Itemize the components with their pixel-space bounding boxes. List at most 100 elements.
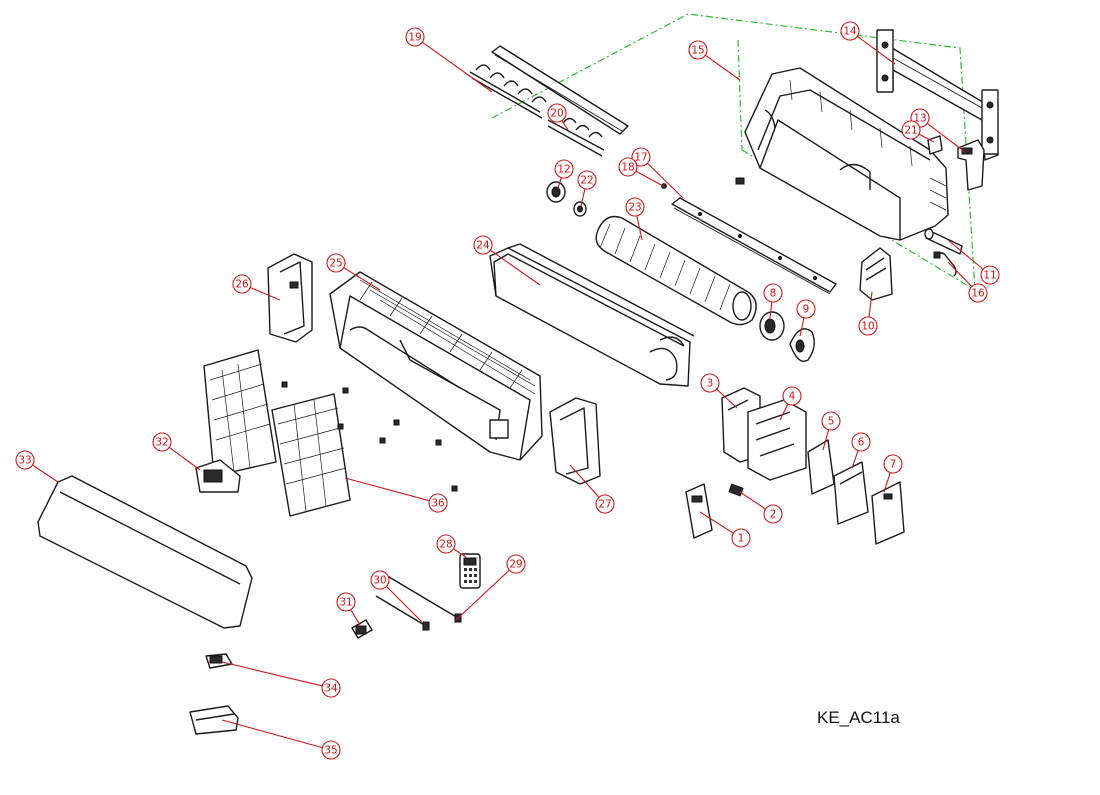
part-14-mounting-plate (876, 29, 999, 161)
callout-circle-28 (436, 534, 456, 554)
callout-circle-2 (763, 504, 783, 524)
callout-leader-8 (769, 301, 773, 319)
part-22-bearing (573, 201, 587, 217)
callout-leader-20 (561, 120, 569, 131)
callout-label-16: 16 (971, 288, 985, 300)
callout-label-31: 31 (339, 597, 352, 609)
callout-leader-27 (569, 464, 600, 498)
callout-label-30: 30 (373, 575, 386, 587)
callout-circle-7 (883, 454, 903, 474)
callout-leader-33 (32, 464, 59, 483)
callout-label-6: 6 (858, 437, 865, 449)
callout-10: 10 (858, 291, 878, 336)
callout-label-14: 14 (843, 26, 857, 38)
part-10-pipe-holder (859, 247, 893, 301)
callout-label-23: 23 (628, 202, 641, 214)
callout-leader-15 (705, 54, 741, 81)
callout-23: 23 (625, 197, 645, 241)
part-11-drain-hose (924, 228, 963, 255)
callout-27: 27 (569, 464, 615, 514)
callout-circle-24 (473, 235, 493, 255)
callout-leader-6 (851, 450, 859, 469)
callout-label-10: 10 (861, 321, 874, 333)
callout-14: 14 (840, 21, 896, 65)
callout-34: 34 (221, 661, 341, 698)
callout-circle-4 (782, 386, 802, 406)
callout-leader-5 (822, 429, 830, 451)
callout-leader-25 (343, 267, 381, 291)
callout-leader-7 (883, 472, 891, 493)
callout-16: 16 (947, 261, 988, 303)
callout-circle-5 (821, 411, 841, 431)
part-1-display-board (685, 483, 713, 539)
callout-circle-12 (554, 159, 574, 179)
callout-leader-23 (636, 215, 643, 241)
part-29-cable (383, 573, 462, 623)
callout-leader-4 (779, 403, 789, 421)
callout-circle-31 (336, 592, 356, 612)
callout-label-5: 5 (828, 416, 835, 428)
callout-circle-8 (763, 283, 783, 303)
callout-36: 36 (344, 477, 448, 513)
callout-label-33: 33 (18, 455, 31, 467)
callout-leader-31 (350, 609, 361, 626)
callout-circle-21 (901, 120, 921, 140)
callout-leader-26 (250, 286, 281, 301)
callout-label-26: 26 (235, 279, 249, 291)
callout-31: 31 (336, 592, 361, 626)
callout-label-17: 17 (634, 152, 647, 164)
callout-leader-30 (385, 585, 423, 623)
callout-33: 33 (15, 450, 59, 483)
callout-leader-28 (453, 548, 467, 558)
callout-circle-22 (577, 170, 597, 190)
callout-30: 30 (370, 570, 423, 623)
part-31-connector (351, 619, 373, 639)
callout-label-3: 3 (707, 378, 714, 390)
part-9-motor-clamp (789, 328, 815, 362)
part-21-clip (927, 135, 943, 155)
callout-label-15: 15 (691, 45, 704, 57)
callout-circle-23 (625, 197, 645, 217)
part-32-display-module (195, 459, 241, 493)
callout-label-29: 29 (509, 559, 522, 571)
callout-label-24: 24 (476, 240, 490, 252)
callout-label-36: 36 (431, 498, 445, 510)
callout-leader-9 (799, 317, 805, 337)
callout-8: 8 (763, 283, 783, 319)
callout-circle-27 (595, 494, 615, 514)
callout-25: 25 (326, 253, 381, 291)
callout-label-8: 8 (770, 288, 777, 300)
callout-leader-24 (490, 249, 541, 286)
callout-leader-19 (422, 41, 493, 93)
callout-circle-10 (858, 316, 878, 336)
callout-leader-21 (918, 133, 935, 143)
callout-3: 3 (700, 373, 738, 409)
callout-leader-13 (926, 122, 966, 153)
callout-label-11: 11 (983, 270, 996, 282)
callout-leader-17 (647, 162, 684, 199)
part-13-clip (957, 139, 985, 191)
callout-17: 17 (631, 147, 684, 199)
callout-20: 20 (547, 103, 569, 131)
part-33-front-panel (37, 475, 253, 629)
callout-circle-30 (370, 570, 390, 590)
callout-label-4: 4 (789, 391, 796, 403)
callout-circle-15 (688, 40, 708, 60)
callout-label-7: 7 (890, 459, 897, 471)
callout-1: 1 (699, 511, 751, 548)
callout-circle-1 (731, 528, 751, 548)
callout-label-27: 27 (598, 499, 611, 511)
part-27-right-cap (549, 397, 601, 485)
callout-label-13: 13 (913, 113, 926, 125)
callout-label-1: 1 (738, 533, 745, 545)
callout-leader-2 (739, 491, 766, 510)
callout-leader-32 (168, 446, 201, 471)
callout-leader-14 (856, 35, 896, 65)
part-36-air-filter (203, 349, 458, 517)
part-4-electric-box (747, 399, 807, 481)
callout-24: 24 (473, 235, 541, 286)
callout-layer: 1234567891011121314151617181920212223242… (15, 21, 1000, 760)
callout-label-9: 9 (803, 304, 810, 316)
callout-circle-33 (15, 450, 35, 470)
callout-circle-18 (618, 157, 638, 177)
